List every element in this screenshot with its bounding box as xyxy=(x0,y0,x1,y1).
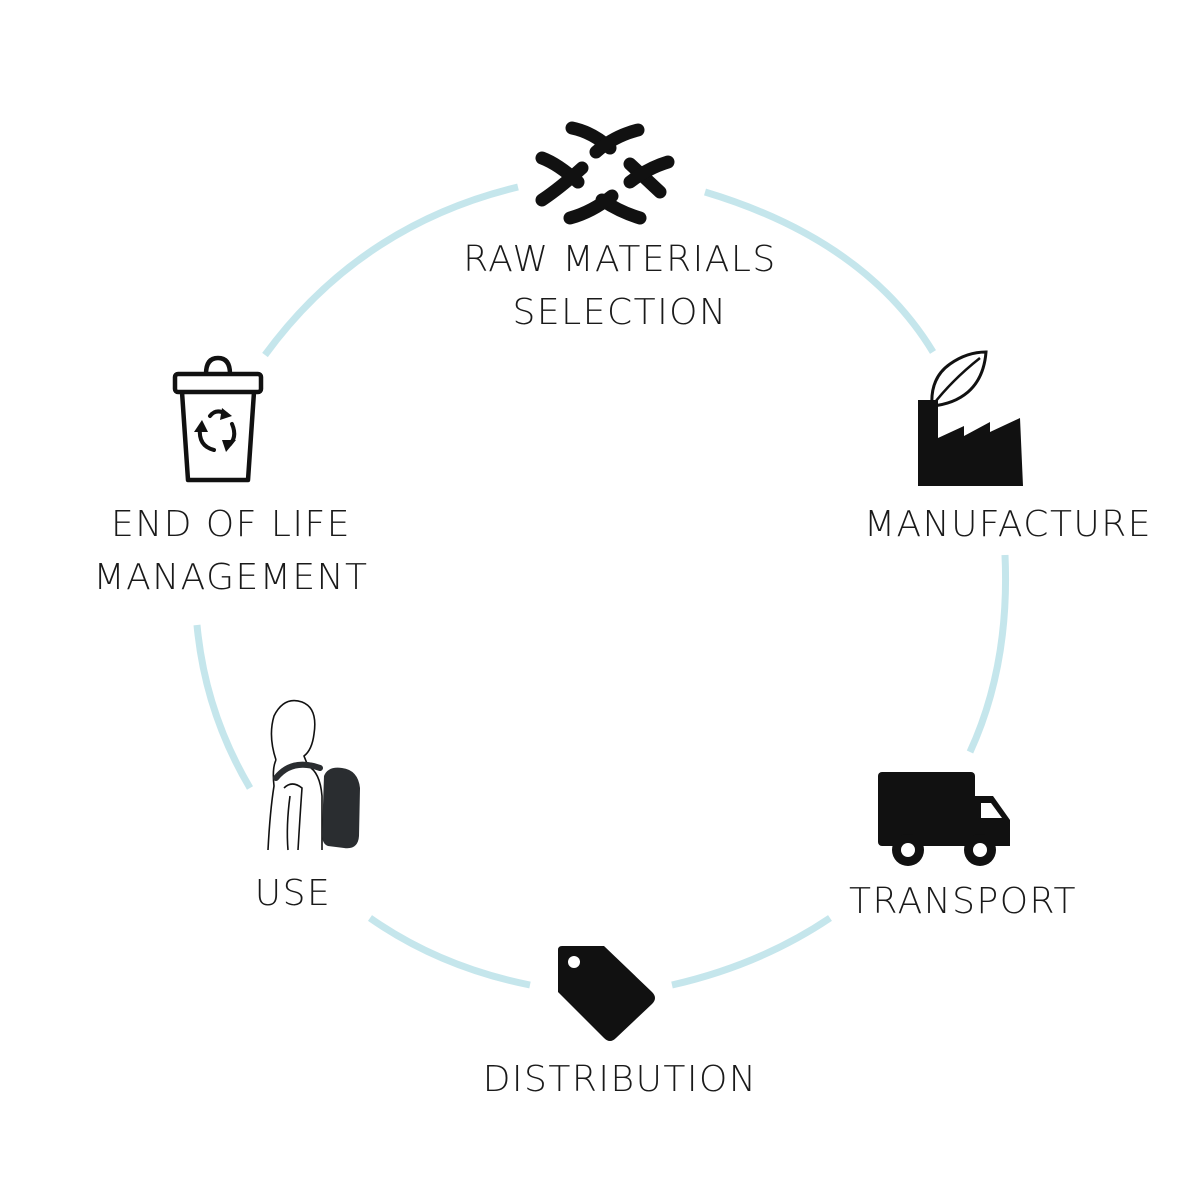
ring-arc-manufacture-to-transport xyxy=(966,554,1010,754)
ring-arc-endoflife-to-raw xyxy=(262,183,519,358)
label-end-of-life: END OF LIFE MANAGEMENT xyxy=(93,504,369,598)
label-distribution: DISTRIBUTION xyxy=(482,1059,758,1100)
factory-leaf-icon xyxy=(918,350,1023,486)
ring-arc-raw-to-manufacture xyxy=(703,188,936,354)
ring-arc-transport-to-distribution xyxy=(671,915,832,989)
ring-arc-use-to-endoflife xyxy=(193,624,254,790)
ring-arc-distribution-to-use xyxy=(367,915,531,989)
price-tag-icon xyxy=(558,946,655,1041)
woven-fibers-icon xyxy=(535,121,675,225)
person-backpack-icon xyxy=(267,699,360,851)
label-manufacture: MANUFACTURE xyxy=(863,504,1153,545)
label-use: USE xyxy=(254,873,332,914)
label-transport: TRANSPORT xyxy=(849,881,1077,922)
recycle-bin-icon xyxy=(172,355,264,483)
label-raw-materials: RAW MATERIALS SELECTION xyxy=(463,239,777,333)
truck-icon xyxy=(878,772,1010,866)
